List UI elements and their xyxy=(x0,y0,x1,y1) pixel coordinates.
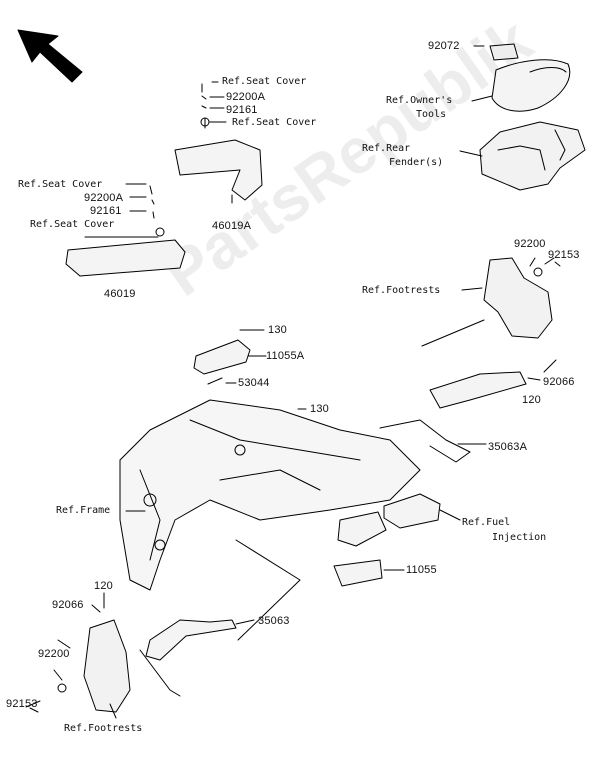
part-number-92161: 92161 xyxy=(90,205,122,217)
part-number-92066: 92066 xyxy=(52,599,84,611)
right-footrest-bracket xyxy=(483,257,561,339)
ref-owners-tools-label-2: Tools xyxy=(416,109,447,120)
part-number-92200A: 92200A xyxy=(84,192,124,204)
ref-seat-cover-label: Ref.Seat Cover xyxy=(30,219,115,230)
part-number-46019A: 46019A xyxy=(212,220,252,232)
bracket-11055 xyxy=(333,511,387,587)
part-number-92161: 92161 xyxy=(226,104,258,116)
footrest-bar-35063 xyxy=(139,619,237,697)
part-number-92200A: 92200A xyxy=(226,91,266,103)
ref-footrests-label: Ref.Footrests xyxy=(362,285,441,296)
fuel-injection-part xyxy=(383,493,441,529)
part-number-92200: 92200 xyxy=(514,238,546,250)
ref-frame-label: Ref.Frame xyxy=(56,505,111,516)
rear-fender-part xyxy=(479,121,586,191)
part-number-120: 120 xyxy=(94,580,113,592)
tool-pouch-part xyxy=(489,43,571,112)
part-number-11055A: 11055A xyxy=(266,350,305,362)
grab-rail-46019A xyxy=(174,83,263,201)
part-number-120: 120 xyxy=(522,394,541,406)
part-number-92066: 92066 xyxy=(543,376,575,388)
ref-fuel-injection-label: Ref.Fuel xyxy=(462,517,511,528)
ref-rear-fender-label-2: Fender(s) xyxy=(389,157,444,168)
ref-fuel-injection-label-2: Injection xyxy=(492,532,547,543)
part-number-92072: 92072 xyxy=(428,40,460,52)
footrest-bar-35063A xyxy=(379,371,527,463)
left-footrest-bracket xyxy=(25,619,131,713)
part-number-92153: 92153 xyxy=(6,698,38,710)
ref-footrests-label: Ref.Footrests xyxy=(64,723,143,734)
part-number-130: 130 xyxy=(268,324,287,336)
direction-arrow-icon xyxy=(17,29,83,83)
ref-owners-tools-label: Ref.Owner's xyxy=(386,95,453,106)
part-number-92200: 92200 xyxy=(38,648,70,660)
seat-trim-46019 xyxy=(65,185,186,277)
part-number-92153: 92153 xyxy=(548,249,580,261)
ref-rear-fender-label: Ref.Rear xyxy=(362,143,411,154)
ref-seat-cover-label: Ref.Seat Cover xyxy=(18,179,103,190)
ref-seat-cover-label: Ref.Seat Cover xyxy=(232,117,317,128)
part-number-35063: 35063 xyxy=(258,615,290,627)
part-number-35063A: 35063A xyxy=(488,441,528,453)
bracket-11055A xyxy=(193,339,251,385)
ref-seat-cover-label: Ref.Seat Cover xyxy=(222,76,307,87)
part-number-11055: 11055 xyxy=(406,564,437,576)
part-number-130: 130 xyxy=(310,403,329,415)
part-number-53044: 53044 xyxy=(238,377,270,389)
frame-part xyxy=(119,399,421,591)
part-number-46019: 46019 xyxy=(104,288,136,300)
